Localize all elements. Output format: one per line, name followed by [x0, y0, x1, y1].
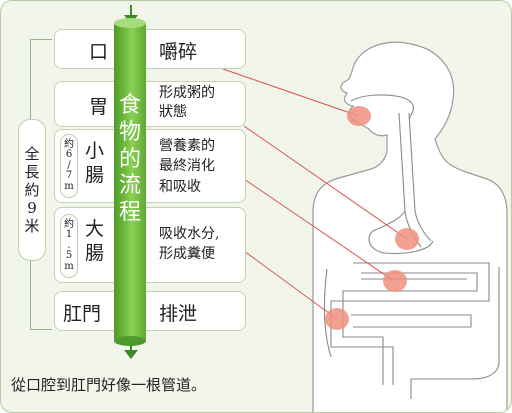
row-anus: 肛門 排泄 [54, 291, 246, 331]
large-intestine-length: 約 1 . 5 m [60, 214, 78, 278]
large-intestine-highlight [325, 308, 349, 330]
tube-bottom-cap [114, 336, 146, 346]
leader-large-intestine [243, 250, 338, 320]
small-intestine [330, 262, 490, 385]
row-large-intestine: 約 1 . 5 m 大 腸 吸收水分, 形成糞便 [54, 207, 246, 283]
total-length-label: 全 長 約 9 米 [18, 119, 46, 261]
small-intestine-highlight [383, 270, 407, 292]
food-flow-tube [114, 23, 146, 341]
function-large-intestine: 吸收水分, 形成糞便 [159, 226, 220, 263]
row-small-intestine: 約 6 / 7 m 小 腸 營養素的 最終消化 和吸收 [54, 129, 246, 203]
caption: 從口腔到肛門好像一根管道。 [11, 376, 207, 394]
mouth-cavity [350, 94, 415, 120]
function-mouth: 嚼碎 [159, 41, 198, 63]
mouth-highlight [347, 106, 371, 126]
flow-arrow-top-shaft [130, 5, 132, 21]
leader-small-intestine [243, 178, 395, 282]
organ-stomach: 胃 [89, 96, 109, 118]
tube-top-cap [114, 18, 146, 28]
function-stomach: 形成粥的 狀態 [159, 85, 215, 120]
stomach [368, 210, 434, 255]
function-anus: 排泄 [159, 303, 198, 325]
leader-mouth [222, 68, 360, 117]
organ-anus: 肛門 [63, 303, 102, 325]
small-intestine-length: 約 6 / 7 m [60, 134, 78, 198]
organ-large-intestine: 大 腸 [85, 218, 105, 264]
bracket-tick-top [30, 39, 52, 40]
bracket-tick-bottom [30, 329, 52, 330]
flow-arrow-bottom-icon [124, 350, 138, 359]
leader-stomach [243, 125, 408, 240]
organ-small-intestine: 小 腸 [85, 140, 105, 186]
function-small-intestine: 營養素的 最終消化 和吸收 [159, 138, 215, 195]
row-mouth: 口 嚼碎 [54, 29, 246, 69]
row-stomach: 胃 形成粥的 狀態 [54, 81, 246, 127]
tube-title: 食 物 的 流 程 [118, 93, 141, 226]
organ-mouth: 口 [89, 41, 109, 63]
stomach-highlight [395, 228, 419, 250]
large-intestine [323, 267, 500, 399]
